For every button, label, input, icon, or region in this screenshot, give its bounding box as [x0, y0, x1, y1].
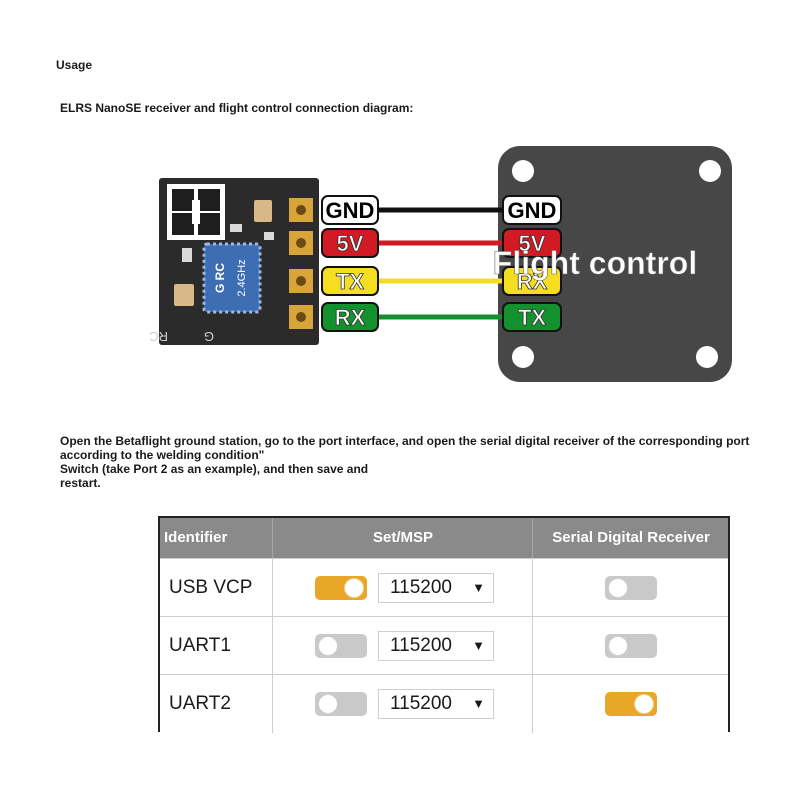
mount-hole-icon [512, 160, 534, 182]
pin-text: RX [335, 305, 366, 330]
ports-table: Identifier Set/MSP Serial Digital Receiv… [158, 516, 730, 733]
baud-rate-value: 115200 [390, 577, 452, 598]
fc-pin-text: 5V [519, 231, 546, 256]
msp-cell: 115200 ▼ [272, 559, 533, 617]
toggle-knob [608, 636, 628, 656]
fc-pin-label-rx: RX [502, 266, 562, 296]
mount-hole-icon [696, 346, 718, 368]
toggle-knob [634, 694, 654, 714]
table-row: UART1 115200 ▼ [160, 616, 728, 675]
pin-label-rx: RX [321, 302, 379, 332]
table-row: USB VCP 115200 ▼ [160, 558, 728, 617]
msp-toggle[interactable] [315, 576, 367, 600]
baud-rate-value: 115200 [390, 635, 452, 656]
serial-rx-cell [532, 617, 729, 675]
instruction-line: Switch (take Port 2 as an example), and … [60, 462, 369, 476]
pin-label-tx: TX [321, 266, 379, 296]
triangle-down-icon: ▼ [472, 696, 485, 711]
table-row: UART2 115200 ▼ [160, 674, 728, 733]
pin-label-gnd: GND [321, 195, 379, 225]
rf-chip: 2.4GHz G RC [202, 242, 262, 314]
solder-pad-icon [289, 198, 313, 222]
solder-pad-icon [289, 231, 313, 255]
silk-g-label: G [204, 329, 214, 344]
triangle-down-icon: ▼ [472, 638, 485, 653]
capacitor-icon [174, 284, 194, 306]
diagram-subtitle: ELRS NanoSE receiver and flight control … [60, 101, 414, 115]
serial-rx-toggle[interactable] [605, 634, 657, 658]
fc-pin-text: TX [518, 305, 546, 330]
instruction-line: Open the Betaflight ground station, go t… [60, 434, 750, 448]
pin-text: TX [336, 269, 364, 294]
serial-rx-cell [532, 559, 729, 617]
receiver-pins: GND 5V TX RX [289, 195, 379, 332]
chip-logo: G RC [213, 263, 227, 293]
fc-pin-label-gnd: GND [502, 195, 562, 225]
toggle-knob [318, 694, 338, 714]
msp-toggle[interactable] [315, 634, 367, 658]
solder-pad-icon [289, 269, 313, 293]
toggle-knob [608, 578, 628, 598]
flight-control-label: Flight control [493, 245, 697, 281]
msp-toggle[interactable] [315, 692, 367, 716]
solder-pad-icon [289, 305, 313, 329]
silk-rc-label: RC [149, 329, 168, 344]
wires [340, 207, 505, 320]
instruction-line: restart. [60, 476, 101, 490]
instruction-line: according to the welding condition" [60, 448, 265, 462]
capacitor-icon [254, 200, 272, 222]
mount-hole-icon [512, 346, 534, 368]
pin-text: GND [326, 198, 375, 223]
mount-hole-icon [699, 160, 721, 182]
port-identifier: UART1 [169, 635, 231, 656]
baud-rate-select[interactable]: 115200 ▼ [378, 573, 494, 603]
pin-text: 5V [337, 231, 364, 256]
fc-pin-label-tx: TX [502, 302, 562, 332]
serial-rx-cell [532, 675, 729, 733]
msp-cell: 115200 ▼ [272, 675, 533, 733]
port-identifier: USB VCP [169, 577, 253, 598]
serial-rx-toggle[interactable] [605, 692, 657, 716]
header-msp: Set/MSP [272, 518, 533, 558]
usage-title: Usage [56, 58, 93, 72]
baud-rate-value: 115200 [390, 693, 452, 714]
fc-pin-text: RX [517, 269, 548, 294]
baud-rate-select[interactable]: 115200 ▼ [378, 631, 494, 661]
connection-diagram: 2.4GHz G RC RC G GND 5V TX RX GND 5V RX TX Fli… [149, 146, 732, 382]
fc-pin-label-5v: 5V [502, 228, 562, 258]
port-identifier: UART2 [169, 693, 231, 714]
pin-label-5v: 5V [321, 228, 379, 258]
header-identifier: Identifier [164, 529, 228, 546]
flight-controller-pins: GND 5V RX TX [502, 195, 562, 332]
baud-rate-select[interactable]: 115200 ▼ [378, 689, 494, 719]
msp-cell: 115200 ▼ [272, 617, 533, 675]
table-header-row: Identifier Set/MSP Serial Digital Receiv… [160, 518, 728, 558]
chip-frequency-label: 2.4GHz [236, 259, 248, 296]
antenna-connector-icon [167, 184, 225, 240]
header-serial-rx: Serial Digital Receiver [532, 518, 729, 558]
triangle-down-icon: ▼ [472, 580, 485, 595]
instructions: Open the Betaflight ground station, go t… [60, 434, 790, 490]
toggle-knob [344, 578, 364, 598]
receiver-board: 2.4GHz G RC RC G [149, 178, 319, 345]
serial-rx-toggle[interactable] [605, 576, 657, 600]
toggle-knob [318, 636, 338, 656]
fc-pin-text: GND [508, 198, 557, 223]
